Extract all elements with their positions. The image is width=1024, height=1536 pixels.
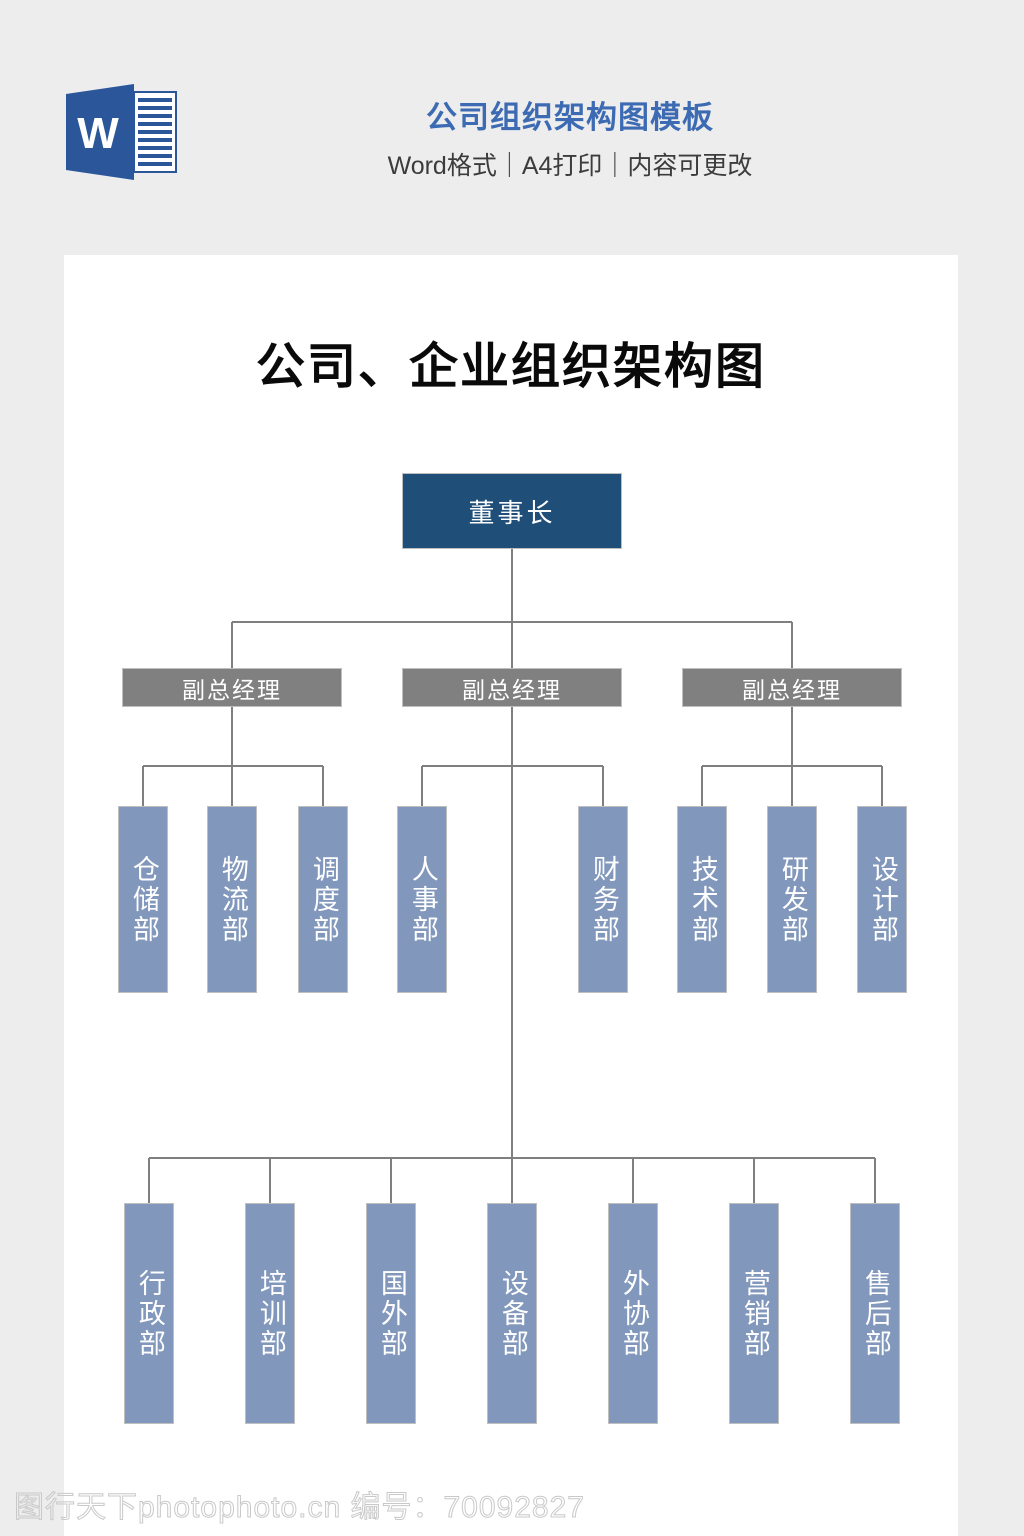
node-vice-general-manager-1[interactable]: 副总经理 [122,668,342,707]
node-dept-equipment[interactable]: 设备部 [487,1203,537,1424]
node-dept-international[interactable]: 国外部 [366,1203,416,1424]
footer-watermark-bar: 图行天下photophoto.cn 编号：70092827 [0,1480,1024,1536]
promo-header: W 公司组织架构图模板 Word格式｜A4打印｜内容可更改 [0,0,1024,255]
node-dept-logistics[interactable]: 物流部 [207,806,257,993]
node-dept-dispatch[interactable]: 调度部 [298,806,348,993]
word-document-icon: W [66,84,177,180]
promo-subtitle: Word格式｜A4打印｜内容可更改 [387,152,753,180]
org-chart: 董事长 副总经理 副总经理 副总经理 仓储部 物流部 调度部 人事部 财务部 技… [64,255,958,1480]
page-title: 公司、企业组织架构图 [255,340,766,394]
node-dept-design[interactable]: 设计部 [857,806,907,993]
node-dept-finance[interactable]: 财务部 [578,806,628,993]
watermark-text: 图行天下photophoto.cn 编号：70092827 [14,1491,585,1525]
node-dept-technology[interactable]: 技术部 [677,806,727,993]
promo-text-block: 公司组织架构图模板 Word格式｜A4打印｜内容可更改 [180,95,960,187]
node-dept-marketing[interactable]: 营销部 [729,1203,779,1424]
node-dept-outsourcing[interactable]: 外协部 [608,1203,658,1424]
document-page: 公司、企业组织架构图 [64,255,958,1480]
node-vice-general-manager-2[interactable]: 副总经理 [402,668,622,707]
svg-text:W: W [77,109,119,158]
node-dept-warehouse[interactable]: 仓储部 [118,806,168,993]
node-dept-training[interactable]: 培训部 [245,1203,295,1424]
node-dept-administration[interactable]: 行政部 [124,1203,174,1424]
node-dept-rnd[interactable]: 研发部 [767,806,817,993]
org-chart-connectors [142,549,883,1203]
node-chairman[interactable]: 董事长 [402,473,622,549]
node-vice-general-manager-3[interactable]: 副总经理 [682,668,902,707]
node-dept-aftersales[interactable]: 售后部 [850,1203,900,1424]
promo-title: 公司组织架构图模板 [426,100,714,135]
node-dept-hr[interactable]: 人事部 [397,806,447,993]
footer-page-background [64,1480,958,1536]
